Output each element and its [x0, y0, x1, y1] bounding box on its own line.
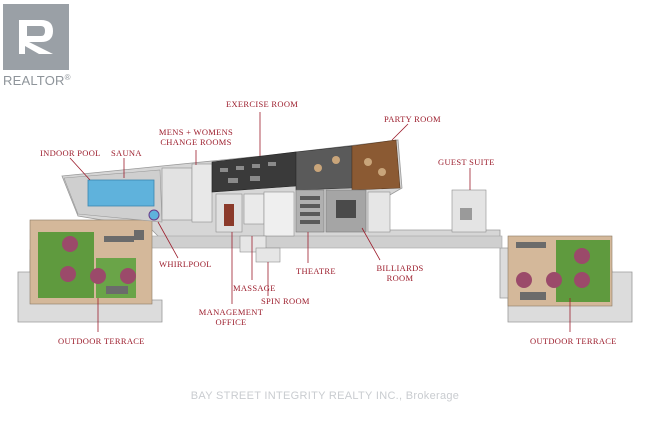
billiards-table	[336, 200, 356, 218]
label-whirlpool: WHIRLPOOL	[159, 259, 212, 269]
change-rooms	[191, 163, 213, 223]
realtor-logo-icon	[3, 4, 69, 70]
theatre-seats	[300, 196, 320, 224]
label-management-office: MANAGEMENT OFFICE	[198, 307, 264, 327]
indoor-pool-water	[87, 179, 155, 207]
brokerage-watermark: BAY STREET INTEGRITY REALTY INC., Broker…	[190, 390, 460, 402]
lower-room-2	[255, 247, 281, 263]
right-terrace-trees	[516, 248, 590, 288]
party-room-tables	[314, 156, 386, 176]
realtor-logo: REALTOR®	[3, 4, 73, 92]
massage-room	[243, 193, 265, 225]
label-outdoor-terrace-right: OUTDOOR TERRACE	[530, 336, 617, 346]
label-indoor-pool: INDOOR POOL	[40, 148, 101, 158]
label-billiards-room: BILLIARDS ROOM	[376, 263, 424, 283]
whirlpool-tub	[148, 209, 160, 221]
washrooms	[367, 191, 391, 233]
left-terrace-trees	[60, 236, 136, 284]
boardroom-table	[224, 204, 234, 226]
corridor	[149, 235, 503, 249]
realtor-logo-text: REALTOR®	[3, 73, 71, 88]
label-massage: MASSAGE	[233, 283, 276, 293]
label-exercise-room: EXERCISE ROOM	[226, 99, 299, 109]
right-terrace-furniture	[516, 242, 546, 300]
sauna-room	[161, 167, 193, 221]
label-party-room: PARTY ROOM	[384, 114, 441, 124]
left-terrace-furniture	[104, 230, 144, 294]
label-outdoor-terrace-left: OUTDOOR TERRACE	[58, 336, 145, 346]
exercise-equipment	[220, 162, 276, 183]
party-room-lounge	[295, 145, 353, 191]
party-room	[351, 139, 401, 191]
label-guest-suite: GUEST SUITE	[438, 157, 495, 167]
guest-suite-bed	[460, 208, 472, 220]
label-mens-womens-change-rooms: MENS + WOMENS CHANGE ROOMS	[158, 127, 234, 147]
label-spin-room: SPIN ROOM	[261, 296, 310, 306]
leader-lines	[69, 112, 571, 332]
spin-room	[263, 191, 295, 237]
label-sauna: SAUNA	[111, 148, 142, 158]
label-theatre: THEATRE	[296, 266, 336, 276]
